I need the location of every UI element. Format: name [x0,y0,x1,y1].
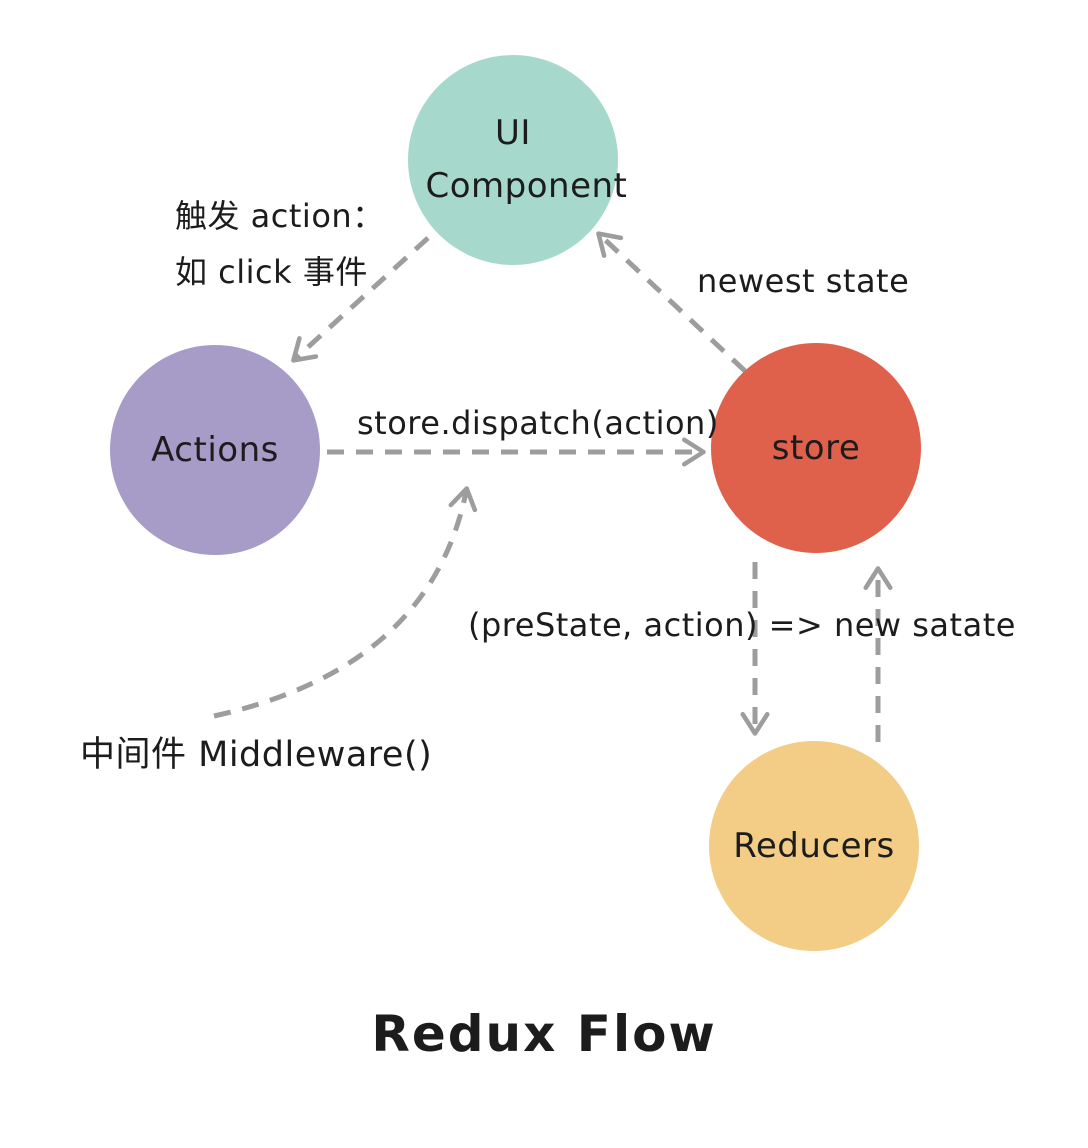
label-newest-state: newest state [697,262,910,300]
node-store-label: store [771,427,861,468]
label-trigger-action: 触发 action： 如 click 事件 [175,188,385,300]
node-actions: Actions [110,345,320,555]
node-store: store [711,343,921,553]
label-trigger-action-line1: 触发 action： [175,197,385,235]
label-trigger-action-line2: 如 click 事件 [175,253,368,291]
node-actions-label: Actions [151,429,279,470]
edge-store-to-ui [596,231,747,373]
edge-ui-to-actions [291,236,430,363]
diagram-title: Redux Flow [371,1005,717,1063]
edge-middleware-curve [213,486,478,719]
label-dispatch: store.dispatch(action) [357,404,719,442]
node-reducers: Reducers [709,741,919,951]
node-ui-component-label: UI Component [425,113,628,206]
node-ui-component: UI Component [408,55,628,265]
label-reducer-signature: (preState, action) => new satate [468,606,1016,644]
node-reducers-label: Reducers [733,825,895,866]
label-middleware: 中间件 Middleware() [80,735,433,775]
